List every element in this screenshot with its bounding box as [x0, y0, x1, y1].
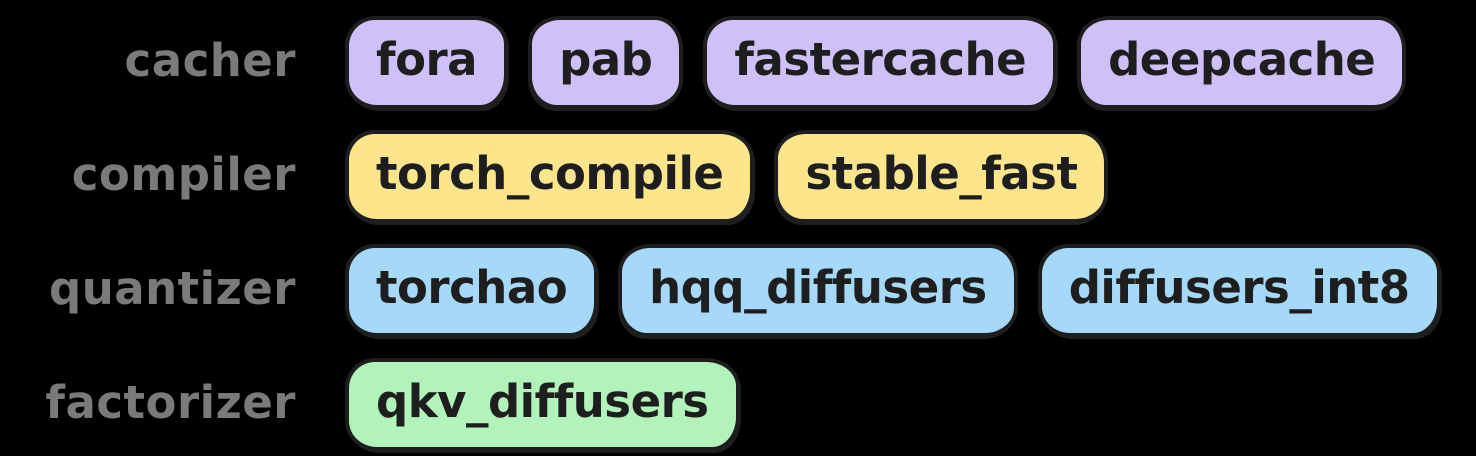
pill-torch-compile: torch_compile	[345, 130, 755, 223]
pill-pab: pab	[528, 16, 684, 109]
pill-diffusers-int8: diffusers_int8	[1037, 244, 1441, 337]
row-cacher: cacher fora pab fastercache deepcache	[0, 16, 1476, 109]
pill-group-quantizer: torchao hqq_diffusers diffusers_int8	[345, 244, 1441, 337]
row-compiler: compiler torch_compile stable_fast	[0, 130, 1476, 223]
pill-qkv-diffusers: qkv_diffusers	[345, 358, 740, 451]
row-label-compiler: compiler	[71, 148, 296, 201]
row-label-quantizer: quantizer	[49, 262, 296, 315]
pill-fastercache: fastercache	[703, 16, 1058, 109]
row-label-cacher: cacher	[124, 34, 296, 87]
pill-fora: fora	[345, 16, 509, 109]
row-factorizer: factorizer qkv_diffusers	[0, 358, 1476, 451]
pill-group-cacher: fora pab fastercache deepcache	[345, 16, 1407, 109]
pill-deepcache: deepcache	[1077, 16, 1407, 109]
row-quantizer: quantizer torchao hqq_diffusers diffuser…	[0, 244, 1476, 337]
pill-stable-fast: stable_fast	[774, 130, 1109, 223]
pill-hqq-diffusers: hqq_diffusers	[618, 244, 1018, 337]
pill-group-factorizer: qkv_diffusers	[345, 358, 740, 451]
pill-group-compiler: torch_compile stable_fast	[345, 130, 1109, 223]
row-label-factorizer: factorizer	[45, 376, 296, 429]
pill-torchao: torchao	[345, 244, 599, 337]
